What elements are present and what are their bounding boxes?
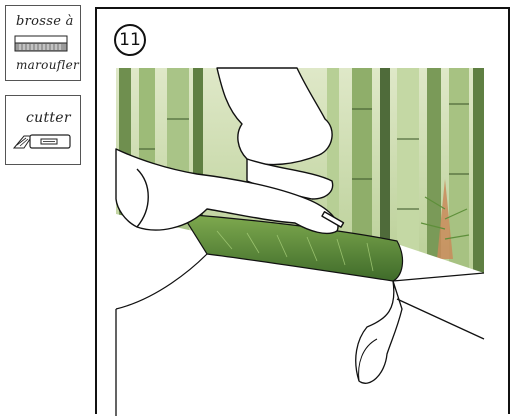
- tool-card-cutter: cutter: [5, 95, 81, 165]
- brush-label-line1: brosse à: [16, 14, 74, 29]
- tool-card-brush: brosse à maroufler: [5, 5, 81, 81]
- brush-label-line2: maroufler: [16, 58, 79, 72]
- cutter-knife-icon: [6, 96, 82, 166]
- wallpaper-trimming-illustration: [97, 9, 508, 416]
- illustration-panel: 11: [95, 7, 510, 414]
